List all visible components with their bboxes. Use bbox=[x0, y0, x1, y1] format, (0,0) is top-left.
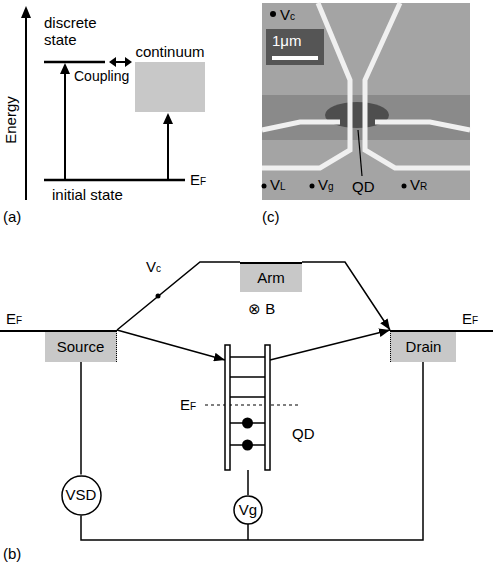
switch-label: Vc bbox=[146, 258, 161, 275]
sem-image bbox=[262, 3, 470, 200]
field-label: ⊗ B bbox=[248, 300, 275, 317]
gate-wire bbox=[247, 470, 249, 495]
gate-electrode bbox=[365, 3, 470, 168]
node-text: Drain bbox=[406, 338, 442, 355]
energy-level bbox=[230, 356, 265, 358]
leader-line bbox=[358, 130, 362, 176]
panel-label: (b) bbox=[3, 545, 21, 562]
contact-dot bbox=[402, 184, 407, 189]
excitation-arrowhead bbox=[60, 63, 70, 74]
electron bbox=[242, 418, 253, 429]
gate-label: VL bbox=[270, 176, 286, 193]
gate-electrode bbox=[375, 122, 470, 130]
contact-dot bbox=[262, 184, 267, 189]
source-outline bbox=[62, 476, 101, 515]
bias-wire bbox=[81, 362, 423, 540]
scale-label: 1μm bbox=[272, 32, 301, 49]
coupling-label: Coupling bbox=[74, 68, 129, 84]
energy-axis bbox=[25, 16, 27, 200]
level-label: initial state bbox=[52, 186, 123, 203]
node-text: Vg bbox=[239, 501, 257, 518]
contact-dot bbox=[310, 184, 315, 189]
energy-level bbox=[230, 396, 265, 398]
excitation-arrow bbox=[167, 122, 169, 180]
arm-path bbox=[302, 262, 390, 330]
voltage-source: VSD bbox=[61, 475, 102, 516]
node-text: continuum bbox=[135, 43, 204, 60]
excitation-arrow bbox=[64, 72, 66, 180]
gate-voltage: Vg bbox=[233, 495, 263, 525]
axis-label: Energy bbox=[2, 96, 19, 144]
fermi-label: EF bbox=[462, 310, 478, 327]
contact-dot bbox=[270, 11, 276, 17]
arm-path bbox=[117, 262, 240, 330]
energy-level bbox=[230, 376, 265, 378]
coupling-arrowhead bbox=[125, 57, 132, 67]
quantum-dot: QD bbox=[225, 345, 270, 470]
dot-barriers bbox=[225, 345, 270, 470]
bias-wire bbox=[80, 362, 82, 475]
axis-arrowhead bbox=[21, 6, 31, 18]
source-electrode: Source bbox=[45, 330, 117, 362]
arm-electrode: Arm bbox=[240, 262, 302, 292]
fermi-label: EF bbox=[190, 171, 206, 188]
gate-label: Vg bbox=[318, 176, 334, 193]
scale-bar bbox=[272, 56, 318, 60]
fermi-label: EF bbox=[6, 310, 22, 327]
drain-electrode: Drain bbox=[390, 330, 456, 362]
fermi-level bbox=[0, 330, 45, 332]
gate-label: Vc bbox=[280, 6, 295, 23]
dot-path bbox=[270, 330, 390, 360]
excitation-arrowhead bbox=[163, 113, 173, 124]
node-text: VSD bbox=[66, 486, 97, 503]
node-text: QD bbox=[292, 425, 315, 442]
continuum-band: continuum bbox=[135, 62, 205, 112]
tunnel-barrier bbox=[265, 345, 270, 470]
panel-label: (a) bbox=[3, 208, 21, 225]
node-text: Arm bbox=[257, 269, 285, 286]
scale-patch bbox=[266, 29, 324, 65]
discrete-level bbox=[44, 61, 105, 64]
fermi-level bbox=[456, 330, 493, 332]
electron bbox=[242, 440, 253, 451]
dot-path bbox=[117, 330, 225, 360]
gate-label: VR bbox=[410, 176, 427, 193]
gate-electrode bbox=[262, 3, 350, 168]
coupling-arrowhead bbox=[109, 57, 116, 67]
gate-electrode bbox=[262, 122, 340, 130]
fermi-label: EF bbox=[180, 396, 196, 413]
node-text: Source bbox=[57, 338, 105, 355]
tunnel-barrier bbox=[225, 345, 230, 470]
dot-label: QD bbox=[352, 178, 375, 195]
source-outline bbox=[234, 496, 262, 524]
panel-label: (c) bbox=[262, 208, 280, 225]
fermi-level bbox=[205, 404, 300, 405]
level-label: discrete state bbox=[44, 14, 106, 49]
